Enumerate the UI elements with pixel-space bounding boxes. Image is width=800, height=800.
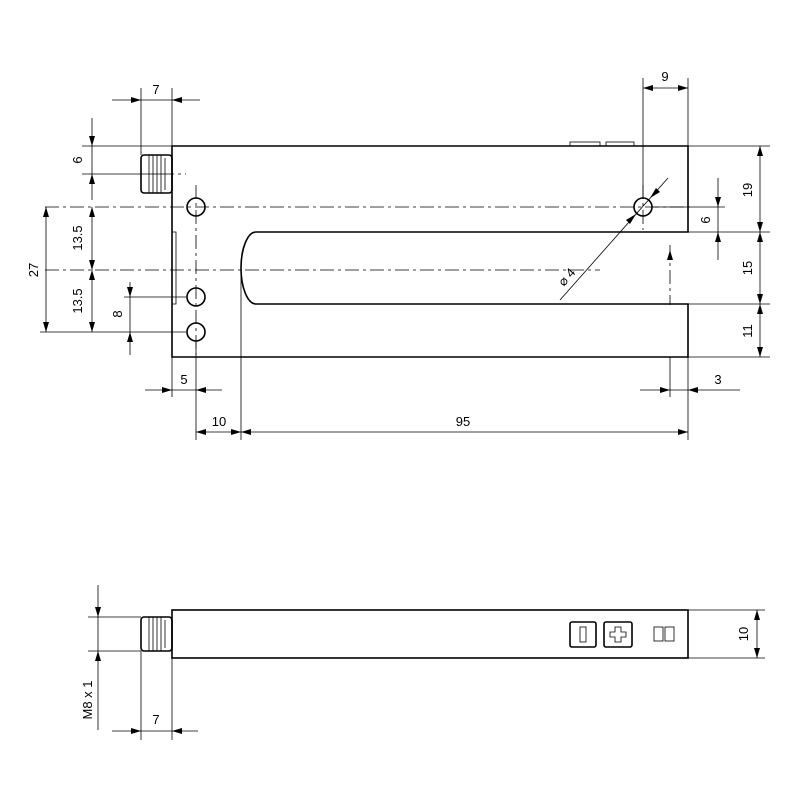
dim-hole-inset: 5 bbox=[145, 341, 222, 440]
minus-button bbox=[569, 621, 597, 648]
dim-label: M8 x 1 bbox=[80, 680, 95, 719]
dim-hole-spacing-total: 27 bbox=[26, 207, 186, 333]
dim-label: 13.5 bbox=[70, 225, 85, 250]
dim-slot-to-bottom-hole: 13.5 bbox=[70, 270, 95, 332]
dim-label: ⌀ 4 bbox=[555, 265, 579, 289]
dim-side-height: 10 bbox=[688, 609, 765, 659]
sensor-body-outline bbox=[171, 145, 689, 358]
dim-side-connector-width: 7 bbox=[112, 651, 198, 740]
dim-label: 13.5 bbox=[70, 288, 85, 313]
dim-label: 10 bbox=[736, 627, 751, 641]
dim-label: 15 bbox=[740, 261, 755, 275]
dim-label: 6 bbox=[70, 156, 85, 163]
dim-label: 19 bbox=[740, 183, 755, 197]
dim-label: 27 bbox=[26, 263, 41, 277]
dim-label: 5 bbox=[180, 372, 187, 387]
dim-slot-side-width: 9 bbox=[642, 69, 689, 198]
dim-top-hole-to-slot: 13.5 bbox=[70, 207, 95, 270]
connector-side-view bbox=[140, 616, 173, 652]
dim-label: 11 bbox=[740, 324, 755, 338]
dim-label: 7 bbox=[152, 712, 159, 727]
dim-right-stack: 19 15 11 bbox=[688, 145, 770, 358]
dim-label: 8 bbox=[110, 310, 125, 317]
top-tab-left bbox=[569, 141, 601, 147]
top-view: 7 9 6 27 bbox=[26, 69, 770, 440]
dim-end-offset: 3 bbox=[640, 357, 740, 397]
plus-button bbox=[603, 621, 633, 648]
sensor-body-side bbox=[171, 609, 689, 659]
dim-slot-start-and-depth: 10 95 bbox=[196, 270, 689, 440]
dim-hole-diameter: ⌀ 4 bbox=[555, 177, 669, 301]
top-tab-right bbox=[605, 141, 635, 147]
dim-label: 3 bbox=[714, 372, 721, 387]
dim-label: 95 bbox=[456, 414, 470, 429]
dim-label: 6 bbox=[698, 216, 713, 223]
dim-connector-width: 7 bbox=[112, 82, 200, 155]
led-indicators bbox=[653, 626, 675, 642]
dim-thread: M8 x 1 bbox=[80, 585, 141, 730]
dim-connector-offset: 6 bbox=[70, 118, 172, 200]
dim-label: 10 bbox=[212, 414, 226, 429]
dim-label: 7 bbox=[152, 82, 159, 97]
body-edge-step bbox=[172, 231, 177, 305]
side-view: 10 M8 x 1 7 bbox=[80, 585, 765, 740]
dim-hole-to-slot-edge: 6 bbox=[652, 178, 725, 260]
dim-label: 9 bbox=[661, 69, 668, 84]
dim-hole-pitch: 8 bbox=[110, 282, 186, 355]
